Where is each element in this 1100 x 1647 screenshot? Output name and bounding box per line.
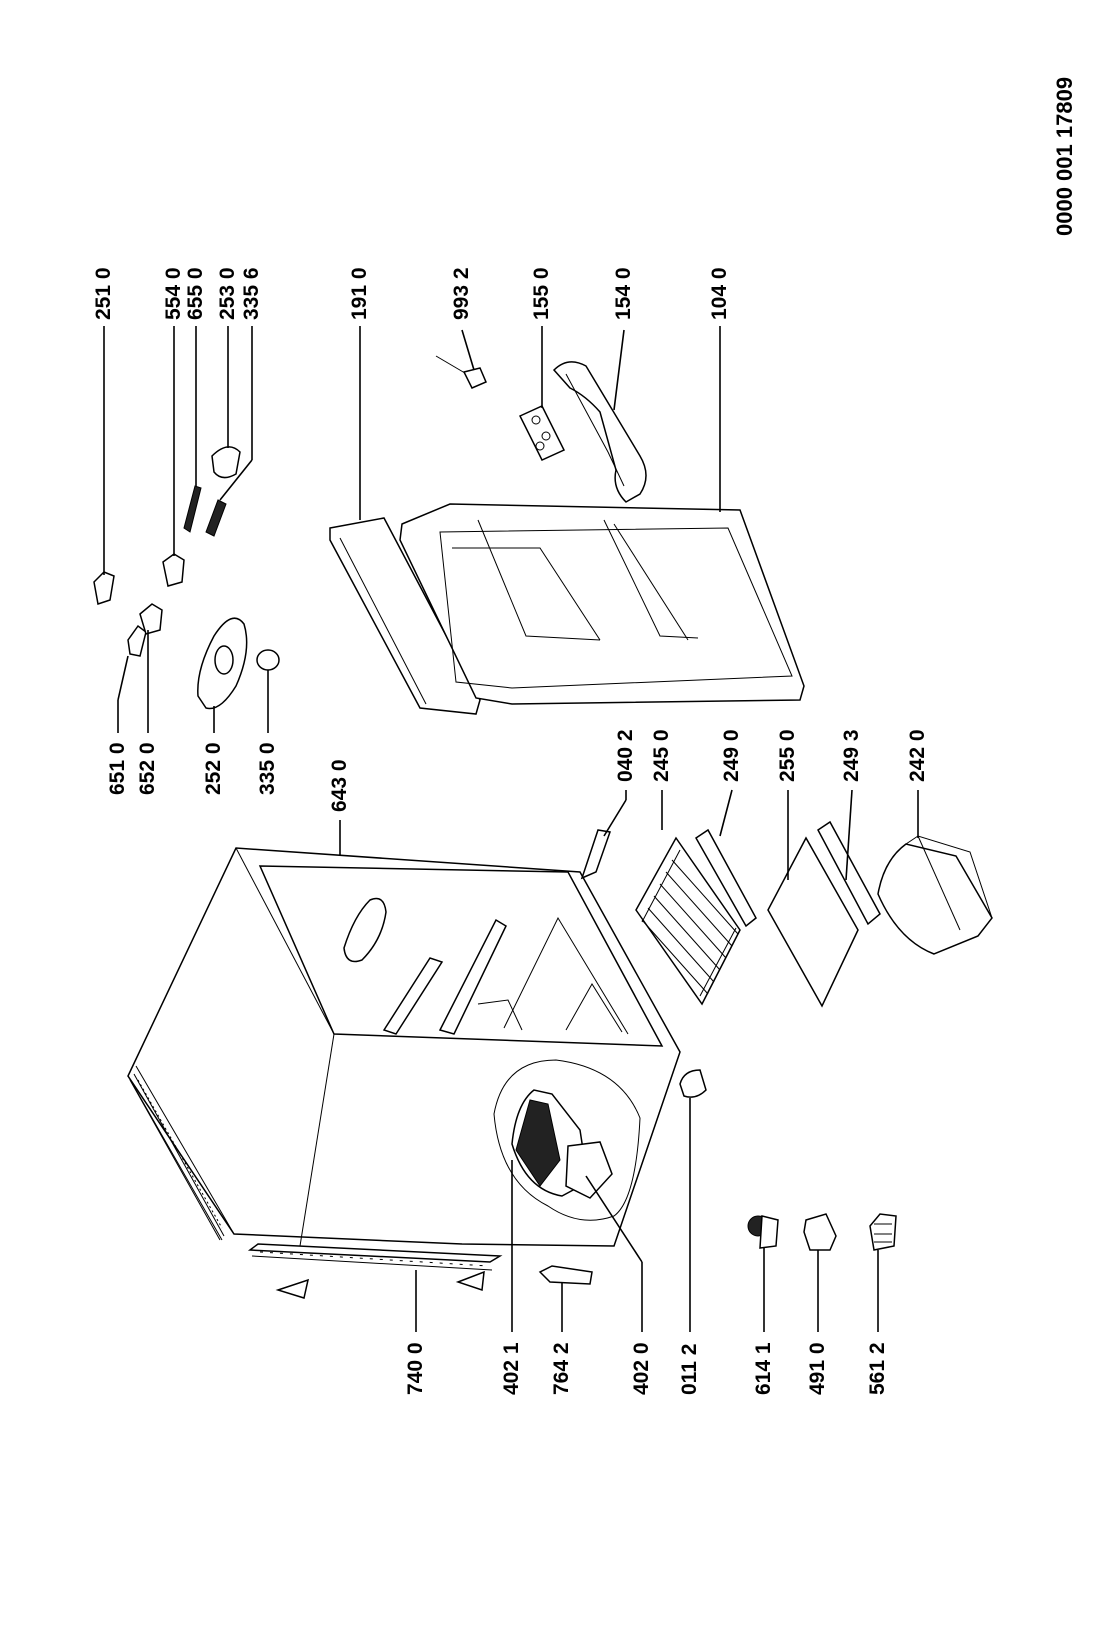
label-251-0: 251 0 — [92, 267, 115, 320]
part-335-0: 335 0 — [256, 649, 280, 795]
label-561-2: 561 2 — [866, 1342, 889, 1395]
part-245-0-wire-shelf: 245 0 — [635, 729, 741, 1006]
label-242-0: 242 0 — [906, 729, 929, 782]
label-249-3: 249 3 — [840, 729, 863, 782]
part-554-0: 554 0 — [162, 267, 185, 587]
part-335-6: 335 6 — [205, 267, 263, 537]
label-655-0: 655 0 — [184, 267, 207, 320]
label-154-0: 154 0 — [612, 267, 635, 320]
label-614-1: 614 1 — [752, 1342, 775, 1395]
label-740-0: 740 0 — [404, 1342, 427, 1395]
label-249-0: 249 0 — [720, 729, 743, 782]
part-652-0: 652 0 — [136, 603, 163, 795]
label-651-0: 651 0 — [106, 742, 129, 795]
part-154-0-handle: 154 0 — [552, 267, 647, 503]
label-643-0: 643 0 — [328, 759, 351, 812]
part-993-2: 993 2 — [435, 267, 487, 389]
part-740-0-condenser: 740 0 — [247, 1243, 503, 1395]
part-651-0: 651 0 — [106, 624, 147, 795]
part-614-1: 614 1 — [747, 1215, 779, 1395]
label-335-6: 335 6 — [240, 267, 263, 320]
part-253-0: 253 0 — [211, 267, 241, 479]
vent-grille — [129, 1073, 225, 1241]
part-155-0: 155 0 — [518, 267, 566, 461]
part-104-0-door-liner: 104 0 — [399, 267, 805, 705]
part-191-0: 191 0 — [329, 267, 481, 715]
label-652-0: 652 0 — [136, 742, 159, 795]
label-335-0: 335 0 — [256, 742, 279, 795]
part-402-0: 402 0 — [585, 1175, 653, 1395]
label-011-2: 011 2 — [678, 1344, 701, 1395]
part-402-1: 402 1 — [500, 1160, 523, 1395]
document-number: 0000 001 17809 — [1052, 77, 1077, 236]
label-402-0: 402 0 — [630, 1342, 653, 1395]
compressor-detail — [493, 1059, 641, 1221]
label-253-0: 253 0 — [216, 267, 239, 320]
label-104-0: 104 0 — [708, 267, 731, 320]
label-554-0: 554 0 — [162, 267, 185, 320]
part-040-2: 040 2 — [580, 729, 637, 880]
label-040-2: 040 2 — [614, 729, 637, 782]
part-764-2: 764 2 — [538, 1265, 593, 1395]
part-252-0: 252 0 — [197, 617, 248, 795]
part-251-0: 251 0 — [92, 267, 115, 605]
label-255-0: 255 0 — [776, 729, 799, 782]
label-191-0: 191 0 — [348, 267, 371, 320]
label-402-1: 402 1 — [500, 1342, 523, 1395]
part-561-2: 561 2 — [866, 1213, 897, 1395]
label-491-0: 491 0 — [806, 1342, 829, 1395]
part-249-0: 249 0 — [695, 729, 757, 928]
part-255-0-glass-shelf: 255 0 — [767, 729, 859, 1008]
label-245-0: 245 0 — [650, 729, 673, 782]
part-249-3: 249 3 — [817, 729, 881, 926]
part-491-0: 491 0 — [803, 1213, 837, 1395]
part-655-0: 655 0 — [183, 267, 207, 533]
label-155-0: 155 0 — [530, 267, 553, 320]
label-993-2: 993 2 — [450, 267, 473, 320]
part-011-2: 011 2 — [678, 1069, 707, 1395]
label-252-0: 252 0 — [202, 742, 225, 795]
label-764-2: 764 2 — [550, 1342, 573, 1395]
part-242-0-crisper: 242 0 — [877, 729, 993, 955]
